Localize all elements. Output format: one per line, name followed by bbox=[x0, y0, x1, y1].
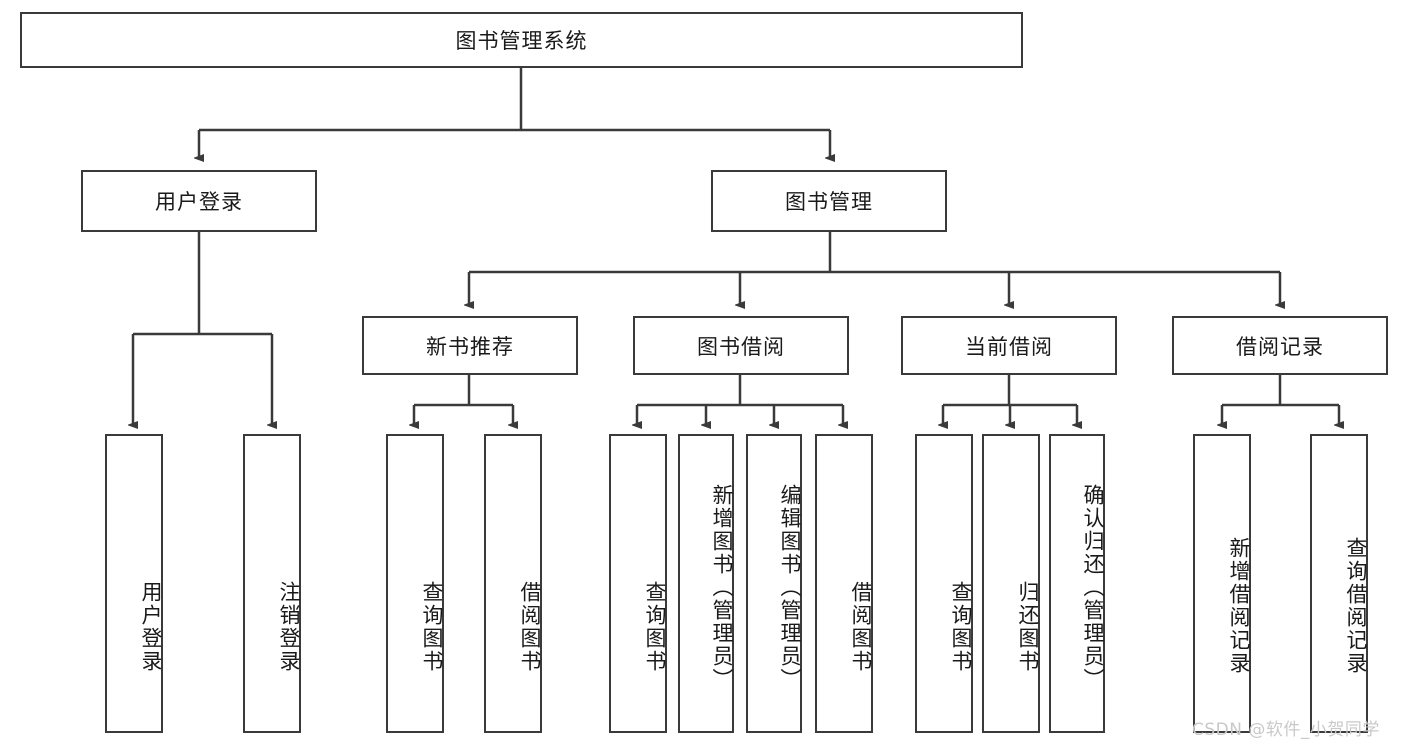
leaf-user-login-label: 用户登录 bbox=[139, 580, 163, 673]
leaf-user-login[interactable]: 用户登录 bbox=[105, 434, 163, 733]
leaf-user-logout[interactable]: 注销登录 bbox=[243, 434, 301, 733]
node-root[interactable]: 图书管理系统 bbox=[20, 12, 1023, 68]
leaf-query-book-2[interactable]: 查询图书 bbox=[609, 434, 667, 733]
leaf-query-record[interactable]: 查询借阅记录 bbox=[1310, 434, 1368, 733]
node-book-manage-label: 图书管理 bbox=[785, 190, 873, 214]
leaf-borrow-book-2-label: 借阅图书 bbox=[849, 580, 873, 673]
leaf-edit-book[interactable]: 编辑图书（管理员） bbox=[746, 434, 802, 733]
node-new-book-rec[interactable]: 新书推荐 bbox=[362, 316, 578, 375]
leaf-query-book-1[interactable]: 查询图书 bbox=[386, 434, 444, 733]
leaf-confirm-return[interactable]: 确认归还（管理员） bbox=[1049, 434, 1105, 733]
leaf-add-book-label: 新增图书（管理员） bbox=[710, 484, 734, 691]
leaf-borrow-book-1-label: 借阅图书 bbox=[518, 580, 542, 673]
csdn-watermark: CSDN @软件_小贺同学 bbox=[1192, 720, 1380, 740]
node-book-borrow-label: 图书借阅 bbox=[697, 334, 785, 359]
leaf-query-book-3[interactable]: 查询图书 bbox=[915, 434, 973, 733]
leaf-borrow-book-1[interactable]: 借阅图书 bbox=[484, 434, 542, 733]
node-book-manage[interactable]: 图书管理 bbox=[711, 170, 947, 232]
node-user-login-label: 用户登录 bbox=[155, 190, 243, 214]
node-user-login[interactable]: 用户登录 bbox=[81, 170, 317, 232]
leaf-user-logout-label: 注销登录 bbox=[277, 580, 301, 673]
node-new-book-rec-label: 新书推荐 bbox=[426, 334, 514, 359]
leaf-add-record[interactable]: 新增借阅记录 bbox=[1193, 434, 1251, 733]
leaf-query-record-label: 查询借阅记录 bbox=[1344, 536, 1368, 675]
leaf-query-book-3-label: 查询图书 bbox=[949, 580, 973, 673]
leaf-edit-book-label: 编辑图书（管理员） bbox=[778, 484, 802, 691]
leaf-query-book-2-label: 查询图书 bbox=[643, 580, 667, 673]
node-book-borrow[interactable]: 图书借阅 bbox=[633, 316, 849, 375]
leaf-confirm-return-label: 确认归还（管理员） bbox=[1081, 484, 1105, 691]
leaf-return-book[interactable]: 归还图书 bbox=[982, 434, 1040, 733]
leaf-add-book[interactable]: 新增图书（管理员） bbox=[678, 434, 734, 733]
node-borrow-record-label: 借阅记录 bbox=[1236, 334, 1324, 359]
node-current-borrow[interactable]: 当前借阅 bbox=[901, 316, 1117, 375]
node-root-label: 图书管理系统 bbox=[455, 29, 588, 53]
leaf-return-book-label: 归还图书 bbox=[1016, 580, 1040, 673]
node-borrow-record[interactable]: 借阅记录 bbox=[1172, 316, 1388, 375]
leaf-add-record-label: 新增借阅记录 bbox=[1227, 536, 1251, 675]
leaf-borrow-book-2[interactable]: 借阅图书 bbox=[815, 434, 873, 733]
node-current-borrow-label: 当前借阅 bbox=[965, 334, 1053, 359]
leaf-query-book-1-label: 查询图书 bbox=[420, 580, 444, 673]
